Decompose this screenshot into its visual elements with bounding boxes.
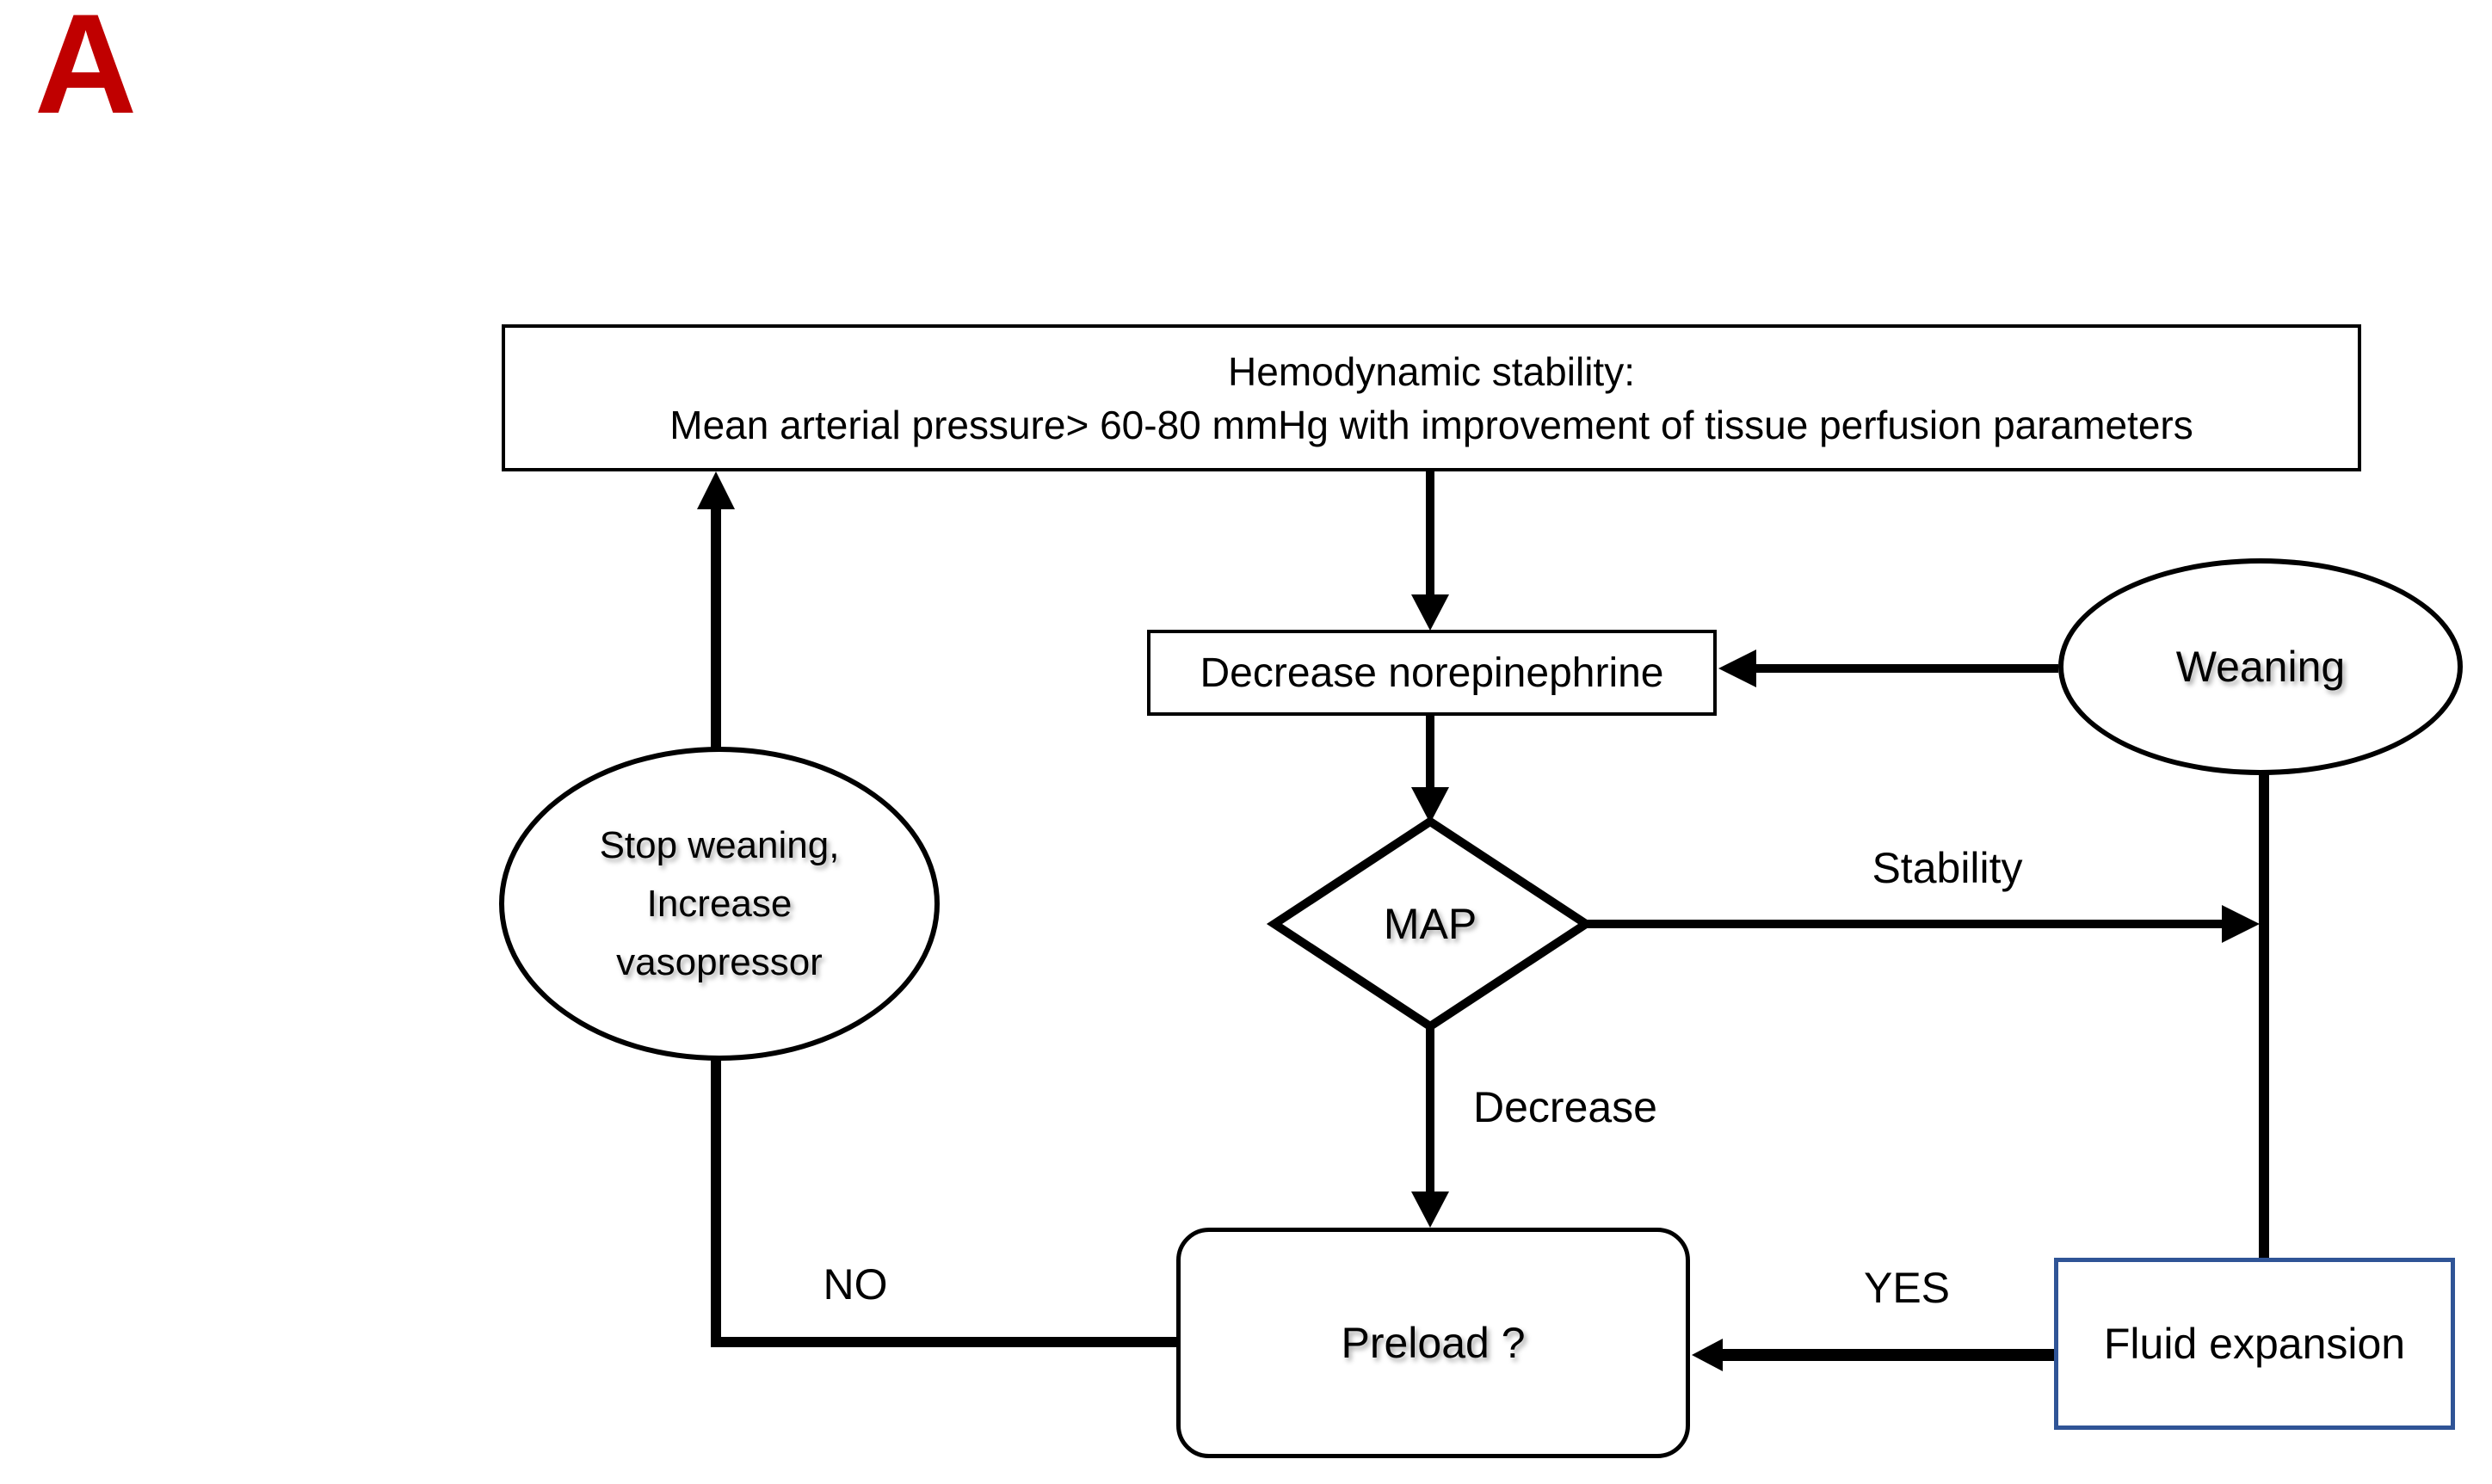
arrowhead-up-into-hemodynamic (697, 471, 735, 509)
hemodynamic-stability-title: Hemodynamic stability: (1228, 348, 1635, 394)
edge-label-stability: Stability (1872, 844, 2023, 892)
arrowhead-down-into-decrease (1411, 594, 1449, 631)
node-preload-question: Preload ? (1176, 1228, 1690, 1458)
node-hemodynamic-stability: Hemodynamic stability: Mean arterial pre… (502, 324, 2361, 471)
node-weaning: Weaning (2058, 558, 2463, 775)
map-diamond-shape (1266, 816, 1595, 1031)
edge-label-no: NO (823, 1260, 888, 1309)
stop-weaning-line2: Increase (646, 882, 793, 925)
node-fluid-expansion: Fluid expansion (2054, 1258, 2455, 1430)
stop-weaning-line3: vasopressor (616, 940, 823, 983)
panel-label: A (34, 0, 138, 143)
arrowhead-left-into-preload (1692, 1339, 1723, 1371)
node-decrease-norepinephrine: Decrease norepinephrine (1147, 630, 1717, 716)
edge-label-yes: YES (1863, 1264, 1951, 1312)
edge-label-decrease: Decrease (1473, 1083, 1657, 1131)
hemodynamic-stability-criteria: Mean arterial pressure> 60-80 mmHg with … (669, 402, 2193, 447)
node-map-decision-label: MAP (1383, 900, 1477, 948)
arrowhead-left-into-decrease (1718, 650, 1756, 687)
arrowhead-down-into-map (1411, 787, 1449, 823)
stop-weaning-line1: Stop weaning, (599, 823, 840, 866)
arrowhead-right-into-weaning-line (2222, 905, 2260, 943)
node-stop-weaning: Stop weaning, Increase vasopressor (499, 747, 940, 1061)
arrowhead-down-into-preload (1411, 1192, 1449, 1228)
